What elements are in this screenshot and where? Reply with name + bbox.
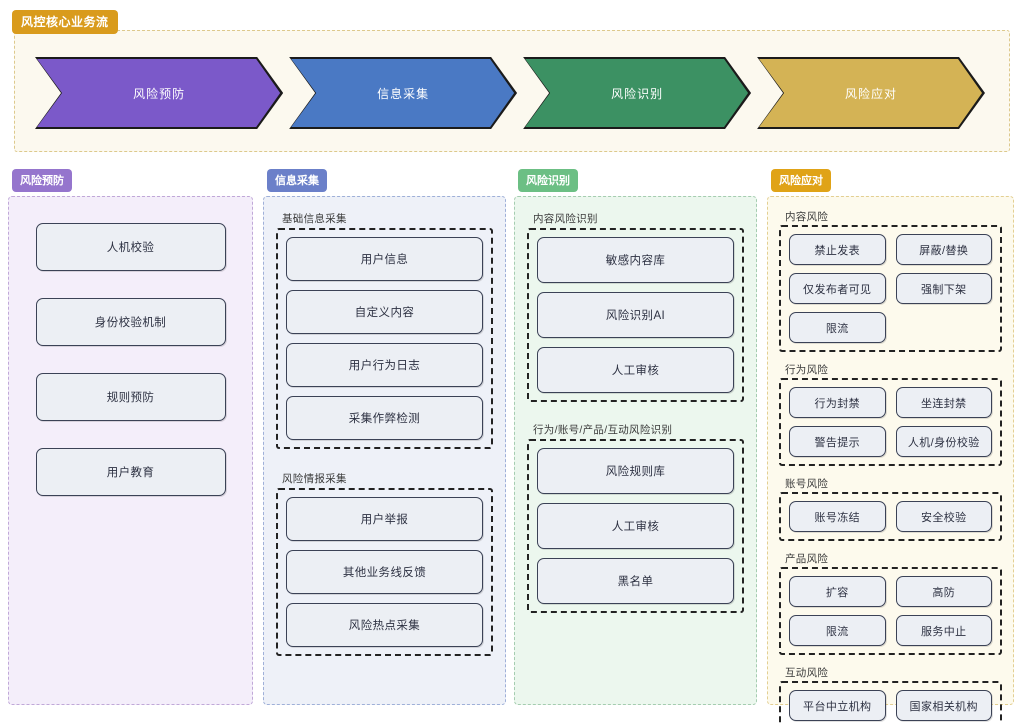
page-title-badge: 风控核心业务流 xyxy=(12,10,118,34)
capability-grid: 行为封禁坐连封禁警告提示人机/身份校验 xyxy=(789,387,992,457)
capability-box[interactable]: 国家相关机构 xyxy=(895,690,992,721)
capability-box[interactable]: 安全校验 xyxy=(895,501,992,532)
capability-group: 行为风险行为封禁坐连封禁警告提示人机/身份校验 xyxy=(779,362,1002,466)
capability-box[interactable]: 行为封禁 xyxy=(789,387,886,418)
capability-group-label: 产品风险 xyxy=(785,553,829,565)
capability-grid: 禁止发表屏蔽/替换仅发布者可见强制下架限流 xyxy=(789,234,992,343)
capability-group-box: 行为封禁坐连封禁警告提示人机/身份校验 xyxy=(779,378,1002,466)
group-stack: 内容风险禁止发表屏蔽/替换仅发布者可见强制下架限流行为风险行为封禁坐连封禁警告提… xyxy=(768,197,1013,723)
flow-step-1[interactable]: 风险预防 xyxy=(35,57,283,129)
capability-group-label: 基础信息采集 xyxy=(282,213,347,225)
group-stack: 基础信息采集用户信息自定义内容用户行为日志采集作弊检测风险情报采集用户举报其他业… xyxy=(264,197,505,670)
capability-group: 内容风险识别敏感内容库风险识别AI 人工审核 xyxy=(527,211,744,402)
capability-group-box: 敏感内容库风险识别AI 人工审核 xyxy=(527,228,744,402)
column-badge-risk-identification: 风险识别 xyxy=(518,169,578,192)
capability-box[interactable]: 敏感内容库 xyxy=(537,237,734,283)
flow-step-label: 风险识别 xyxy=(611,86,664,101)
flow-step-3[interactable]: 风险识别 xyxy=(523,57,751,129)
capability-group-label: 内容风险 xyxy=(785,211,829,223)
capability-box[interactable]: 强制下架 xyxy=(895,273,992,304)
capability-grid: 扩容高防限流服务中止 xyxy=(789,576,992,646)
capability-box[interactable]: 黑名单 xyxy=(537,558,734,604)
capability-group: 产品风险扩容高防限流服务中止 xyxy=(779,551,1002,655)
flow-step-label: 信息采集 xyxy=(377,86,430,101)
capability-group-label: 风险情报采集 xyxy=(282,473,347,485)
capability-box[interactable]: 风险规则库 xyxy=(537,448,734,494)
column-body-information-collection: 基础信息采集用户信息自定义内容用户行为日志采集作弊检测风险情报采集用户举报其他业… xyxy=(263,196,506,705)
capability-box[interactable]: 用户举报 xyxy=(286,497,483,541)
capability-group: 风险情报采集用户举报其他业务线反馈风险热点采集 xyxy=(276,471,493,656)
capability-group-box: 账号冻结安全校验 xyxy=(779,492,1002,541)
capability-box[interactable]: 人机校验 xyxy=(35,223,226,271)
capability-group-box: 风险规则库人工审核黑名单 xyxy=(527,439,744,613)
capability-box[interactable]: 风险热点采集 xyxy=(286,603,483,647)
capability-group-box: 用户举报其他业务线反馈风险热点采集 xyxy=(276,488,493,656)
capability-grid: 平台中立机构国家相关机构 xyxy=(789,690,992,721)
flow-step-2[interactable]: 信息采集 xyxy=(289,57,517,129)
capability-box[interactable]: 规则预防 xyxy=(35,373,226,421)
flow-step-fill xyxy=(525,59,749,127)
capability-group: 基础信息采集用户信息自定义内容用户行为日志采集作弊检测 xyxy=(276,211,493,449)
capability-group: 账号风险账号冻结安全校验 xyxy=(779,476,1002,541)
capability-box[interactable]: 禁止发表 xyxy=(789,234,886,265)
column-body-risk-response: 内容风险禁止发表屏蔽/替换仅发布者可见强制下架限流行为风险行为封禁坐连封禁警告提… xyxy=(767,196,1014,723)
process-flow-steps: 风险预防 信息采集 风险识别 风险应对 xyxy=(35,57,991,129)
capability-box[interactable]: 服务中止 xyxy=(895,615,992,646)
capability-grid: 账号冻结安全校验 xyxy=(789,501,992,532)
capability-box[interactable]: 用户教育 xyxy=(35,448,226,496)
capability-box[interactable]: 仅发布者可见 xyxy=(789,273,886,304)
column-body-risk-prevention: 人机校验身份校验机制规则预防用户教育 xyxy=(8,196,253,705)
capability-box[interactable]: 账号冻结 xyxy=(789,501,886,532)
capability-group-label: 内容风险识别 xyxy=(533,213,598,225)
capability-group-box: 用户信息自定义内容用户行为日志采集作弊检测 xyxy=(276,228,493,449)
capability-box[interactable]: 采集作弊检测 xyxy=(286,396,483,440)
capability-box[interactable]: 人工审核 xyxy=(537,503,734,549)
capability-box[interactable]: 自定义内容 xyxy=(286,290,483,334)
capability-group: 互动风险平台中立机构国家相关机构 xyxy=(779,665,1002,723)
capability-box[interactable]: 用户信息 xyxy=(286,237,483,281)
capability-box[interactable]: 高防 xyxy=(895,576,992,607)
item-stack: 人机校验身份校验机制规则预防用户教育 xyxy=(9,197,252,496)
capability-box[interactable]: 风险识别AI xyxy=(537,292,734,338)
capability-box[interactable]: 身份校验机制 xyxy=(35,298,226,346)
process-flow-banner: 风险预防 信息采集 风险识别 风险应对 xyxy=(14,30,1010,152)
capability-box[interactable]: 人工审核 xyxy=(537,347,734,393)
flow-step-fill xyxy=(37,59,281,127)
capability-box[interactable]: 限流 xyxy=(789,312,886,343)
capability-box[interactable]: 平台中立机构 xyxy=(789,690,886,721)
capability-group-label: 账号风险 xyxy=(785,478,829,490)
column-badge-risk-prevention: 风险预防 xyxy=(12,169,72,192)
capability-box[interactable]: 人机/身份校验 xyxy=(895,426,992,457)
capability-group-box: 平台中立机构国家相关机构 xyxy=(779,681,1002,723)
capability-box[interactable]: 警告提示 xyxy=(789,426,886,457)
capability-group: 行为/账号/产品/互动风险识别风险规则库人工审核黑名单 xyxy=(527,422,744,613)
capability-group: 内容风险禁止发表屏蔽/替换仅发布者可见强制下架限流 xyxy=(779,209,1002,352)
capability-box[interactable]: 限流 xyxy=(789,615,886,646)
flow-step-fill xyxy=(759,59,983,127)
capability-box[interactable]: 扩容 xyxy=(789,576,886,607)
flow-step-label: 风险应对 xyxy=(845,86,898,101)
column-badge-risk-response: 风险应对 xyxy=(771,169,831,192)
column-badge-information-collection: 信息采集 xyxy=(267,169,327,192)
flow-step-label: 风险预防 xyxy=(133,86,186,101)
capability-group-label: 行为/账号/产品/互动风险识别 xyxy=(533,424,673,436)
capability-box[interactable]: 坐连封禁 xyxy=(895,387,992,418)
capability-box[interactable]: 其他业务线反馈 xyxy=(286,550,483,594)
flow-step-4[interactable]: 风险应对 xyxy=(757,57,985,129)
capability-group-label: 互动风险 xyxy=(785,667,829,679)
capability-box[interactable]: 用户行为日志 xyxy=(286,343,483,387)
capability-box[interactable]: 屏蔽/替换 xyxy=(895,234,992,265)
flow-step-fill xyxy=(291,59,515,127)
capability-group-box: 扩容高防限流服务中止 xyxy=(779,567,1002,655)
capability-group-label: 行为风险 xyxy=(785,364,829,376)
capability-group-box: 禁止发表屏蔽/替换仅发布者可见强制下架限流 xyxy=(779,225,1002,352)
